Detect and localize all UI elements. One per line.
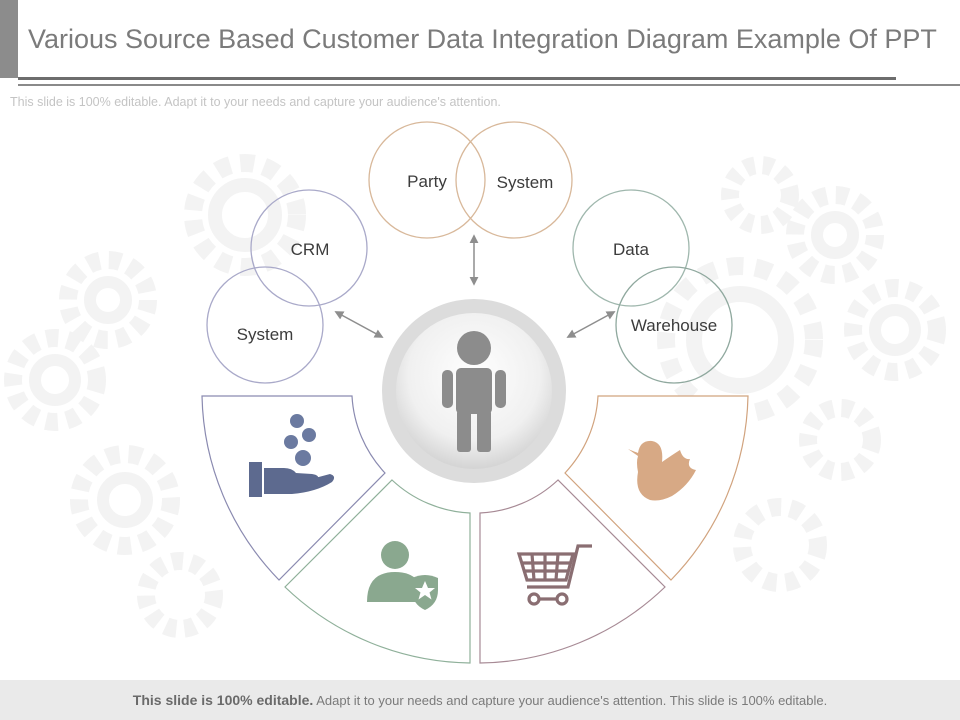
gear-icon [844, 279, 946, 381]
system-top-circle [455, 121, 573, 239]
party-circle [368, 121, 486, 239]
gear-icon [184, 154, 306, 276]
data-label: Data [613, 240, 649, 259]
background-gears [4, 154, 946, 638]
footer-text: This slide is 100% editable. Adapt it to… [0, 692, 960, 708]
page-subtitle: This slide is 100% editable. Adapt it to… [10, 95, 501, 109]
data-circle [572, 189, 690, 307]
system-top-label: System [497, 173, 554, 192]
arrow-left [334, 311, 384, 338]
gear-icon [721, 156, 799, 234]
title-accent-bar [0, 0, 18, 78]
user-shield-icon [367, 541, 438, 610]
segment-user [284, 479, 471, 664]
gear-icon [137, 552, 223, 638]
person-icon [442, 331, 506, 452]
gear-icon [4, 329, 106, 431]
party-label: Party [407, 172, 447, 191]
system-left-circle [206, 266, 324, 384]
gear-icon [70, 445, 180, 555]
gear-icon [799, 399, 881, 481]
crm-label: CRM [291, 240, 330, 259]
footer-bold-text: This slide is 100% editable. [132, 692, 314, 708]
warehouse-label: Warehouse [631, 316, 717, 335]
money-hand-icon [249, 414, 335, 497]
crm-circle [250, 189, 368, 307]
arrow-right [566, 311, 616, 338]
title-divider-secondary [18, 84, 960, 86]
title-divider [18, 77, 896, 80]
shopping-cart-icon [516, 544, 592, 606]
gear-icon [59, 251, 157, 349]
footer-bar: This slide is 100% editable. Adapt it to… [0, 680, 960, 720]
system-left-label: System [237, 325, 294, 344]
footer-rest-text: Adapt it to your needs and capture your … [313, 693, 828, 708]
gear-icon [786, 186, 884, 284]
warehouse-circle [615, 266, 733, 384]
gear-icon [657, 257, 823, 423]
bird-icon [628, 440, 696, 501]
gear-icon [733, 498, 827, 592]
page-title: Various Source Based Customer Data Integ… [28, 24, 937, 54]
